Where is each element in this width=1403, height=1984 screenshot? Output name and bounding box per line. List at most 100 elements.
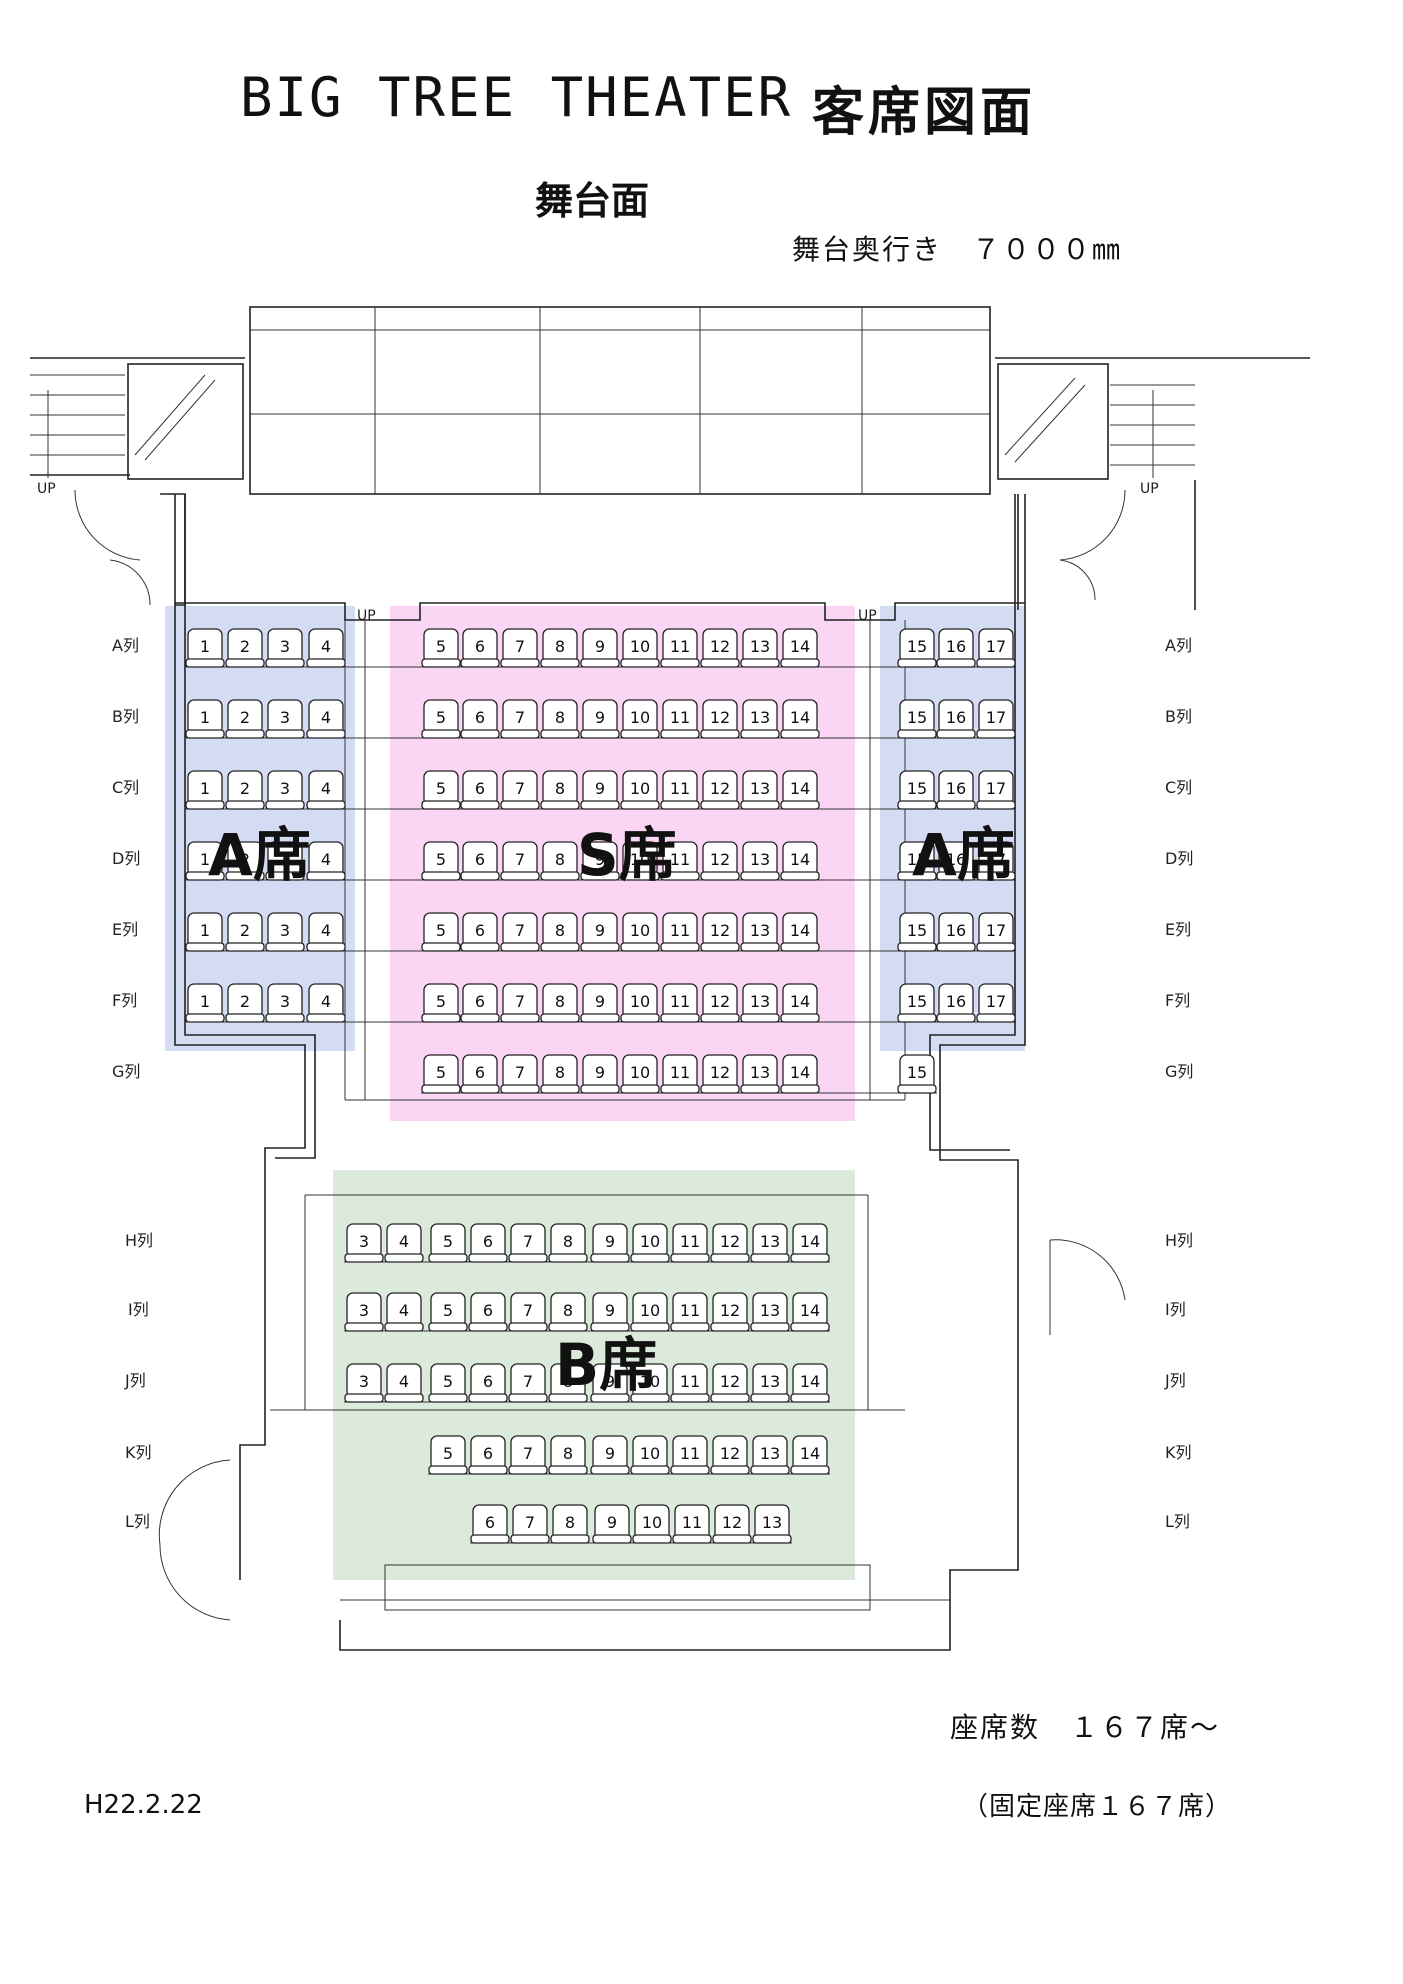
seat-D列-7[interactable]: 7	[500, 841, 540, 881]
seat-F列-8[interactable]: 8	[540, 983, 580, 1023]
seat-B列-3[interactable]: 3	[265, 699, 305, 739]
seat-C列-7[interactable]: 7	[500, 770, 540, 810]
seat-A列-11[interactable]: 11	[660, 628, 700, 668]
seat-B列-1[interactable]: 1	[185, 699, 225, 739]
seat-L列-8[interactable]: 8	[550, 1504, 590, 1544]
seat-A列-17[interactable]: 17	[976, 628, 1016, 668]
seat-H列-14[interactable]: 14	[790, 1223, 830, 1263]
seat-A列-15[interactable]: 15	[897, 628, 937, 668]
seat-C列-6[interactable]: 6	[460, 770, 500, 810]
seat-E列-12[interactable]: 12	[700, 912, 740, 952]
seat-B列-7[interactable]: 7	[500, 699, 540, 739]
seat-E列-7[interactable]: 7	[500, 912, 540, 952]
seat-H列-8[interactable]: 8	[548, 1223, 588, 1263]
seat-I列-4[interactable]: 4	[384, 1292, 424, 1332]
seat-A列-14[interactable]: 14	[780, 628, 820, 668]
seat-C列-14[interactable]: 14	[780, 770, 820, 810]
seat-K列-11[interactable]: 11	[670, 1435, 710, 1475]
seat-E列-2[interactable]: 2	[225, 912, 265, 952]
seat-A列-8[interactable]: 8	[540, 628, 580, 668]
seat-H列-5[interactable]: 5	[428, 1223, 468, 1263]
seat-G列-14[interactable]: 14	[780, 1054, 820, 1094]
seat-B列-6[interactable]: 6	[460, 699, 500, 739]
seat-E列-9[interactable]: 9	[580, 912, 620, 952]
seat-H列-10[interactable]: 10	[630, 1223, 670, 1263]
seat-E列-14[interactable]: 14	[780, 912, 820, 952]
seat-B列-2[interactable]: 2	[225, 699, 265, 739]
seat-B列-9[interactable]: 9	[580, 699, 620, 739]
seat-E列-17[interactable]: 17	[976, 912, 1016, 952]
seat-H列-12[interactable]: 12	[710, 1223, 750, 1263]
seat-K列-6[interactable]: 6	[468, 1435, 508, 1475]
seat-C列-3[interactable]: 3	[265, 770, 305, 810]
seat-C列-2[interactable]: 2	[225, 770, 265, 810]
seat-J列-13[interactable]: 13	[750, 1363, 790, 1403]
seat-B列-13[interactable]: 13	[740, 699, 780, 739]
seat-A列-10[interactable]: 10	[620, 628, 660, 668]
seat-K列-7[interactable]: 7	[508, 1435, 548, 1475]
seat-C列-5[interactable]: 5	[421, 770, 461, 810]
seat-J列-10[interactable]: 10	[630, 1363, 670, 1403]
seat-F列-5[interactable]: 5	[421, 983, 461, 1023]
seat-D列-4[interactable]: 4	[306, 841, 346, 881]
seat-F列-12[interactable]: 12	[700, 983, 740, 1023]
seat-G列-9[interactable]: 9	[580, 1054, 620, 1094]
seat-C列-10[interactable]: 10	[620, 770, 660, 810]
seat-K列-10[interactable]: 10	[630, 1435, 670, 1475]
seat-J列-8[interactable]: 8	[548, 1363, 588, 1403]
seat-I列-3[interactable]: 3	[344, 1292, 384, 1332]
seat-E列-6[interactable]: 6	[460, 912, 500, 952]
seat-C列-1[interactable]: 1	[185, 770, 225, 810]
seat-G列-6[interactable]: 6	[460, 1054, 500, 1094]
seat-B列-14[interactable]: 14	[780, 699, 820, 739]
seat-J列-3[interactable]: 3	[344, 1363, 384, 1403]
seat-F列-3[interactable]: 3	[265, 983, 305, 1023]
seat-D列-14[interactable]: 14	[780, 841, 820, 881]
seat-J列-6[interactable]: 6	[468, 1363, 508, 1403]
seat-C列-16[interactable]: 16	[936, 770, 976, 810]
seat-D列-13[interactable]: 13	[740, 841, 780, 881]
seat-D列-16[interactable]: 16	[936, 841, 976, 881]
seat-F列-16[interactable]: 16	[936, 983, 976, 1023]
seat-H列-7[interactable]: 7	[508, 1223, 548, 1263]
seat-A列-4[interactable]: 4	[306, 628, 346, 668]
seat-A列-1[interactable]: 1	[185, 628, 225, 668]
seat-E列-8[interactable]: 8	[540, 912, 580, 952]
seat-C列-8[interactable]: 8	[540, 770, 580, 810]
seat-H列-13[interactable]: 13	[750, 1223, 790, 1263]
seat-G列-15[interactable]: 15	[897, 1054, 937, 1094]
seat-K列-5[interactable]: 5	[428, 1435, 468, 1475]
seat-F列-9[interactable]: 9	[580, 983, 620, 1023]
seat-A列-12[interactable]: 12	[700, 628, 740, 668]
seat-E列-4[interactable]: 4	[306, 912, 346, 952]
seat-F列-14[interactable]: 14	[780, 983, 820, 1023]
seat-F列-4[interactable]: 4	[306, 983, 346, 1023]
seat-A列-16[interactable]: 16	[936, 628, 976, 668]
seat-I列-6[interactable]: 6	[468, 1292, 508, 1332]
seat-D列-1[interactable]: 1	[185, 841, 225, 881]
seat-J列-9[interactable]: 9	[590, 1363, 630, 1403]
seat-D列-17[interactable]: 17	[976, 841, 1016, 881]
seat-D列-5[interactable]: 5	[421, 841, 461, 881]
seat-F列-17[interactable]: 17	[976, 983, 1016, 1023]
seat-B列-16[interactable]: 16	[936, 699, 976, 739]
seat-F列-2[interactable]: 2	[225, 983, 265, 1023]
seat-E列-11[interactable]: 11	[660, 912, 700, 952]
seat-E列-13[interactable]: 13	[740, 912, 780, 952]
seat-G列-13[interactable]: 13	[740, 1054, 780, 1094]
seat-B列-15[interactable]: 15	[897, 699, 937, 739]
seat-I列-11[interactable]: 11	[670, 1292, 710, 1332]
seat-L列-12[interactable]: 12	[712, 1504, 752, 1544]
seat-K列-8[interactable]: 8	[548, 1435, 588, 1475]
seat-I列-12[interactable]: 12	[710, 1292, 750, 1332]
seat-B列-4[interactable]: 4	[306, 699, 346, 739]
seat-I列-10[interactable]: 10	[630, 1292, 670, 1332]
seat-F列-10[interactable]: 10	[620, 983, 660, 1023]
seat-B列-5[interactable]: 5	[421, 699, 461, 739]
seat-K列-14[interactable]: 14	[790, 1435, 830, 1475]
seat-I列-9[interactable]: 9	[590, 1292, 630, 1332]
seat-A列-7[interactable]: 7	[500, 628, 540, 668]
seat-E列-5[interactable]: 5	[421, 912, 461, 952]
seat-I列-13[interactable]: 13	[750, 1292, 790, 1332]
seat-C列-17[interactable]: 17	[976, 770, 1016, 810]
